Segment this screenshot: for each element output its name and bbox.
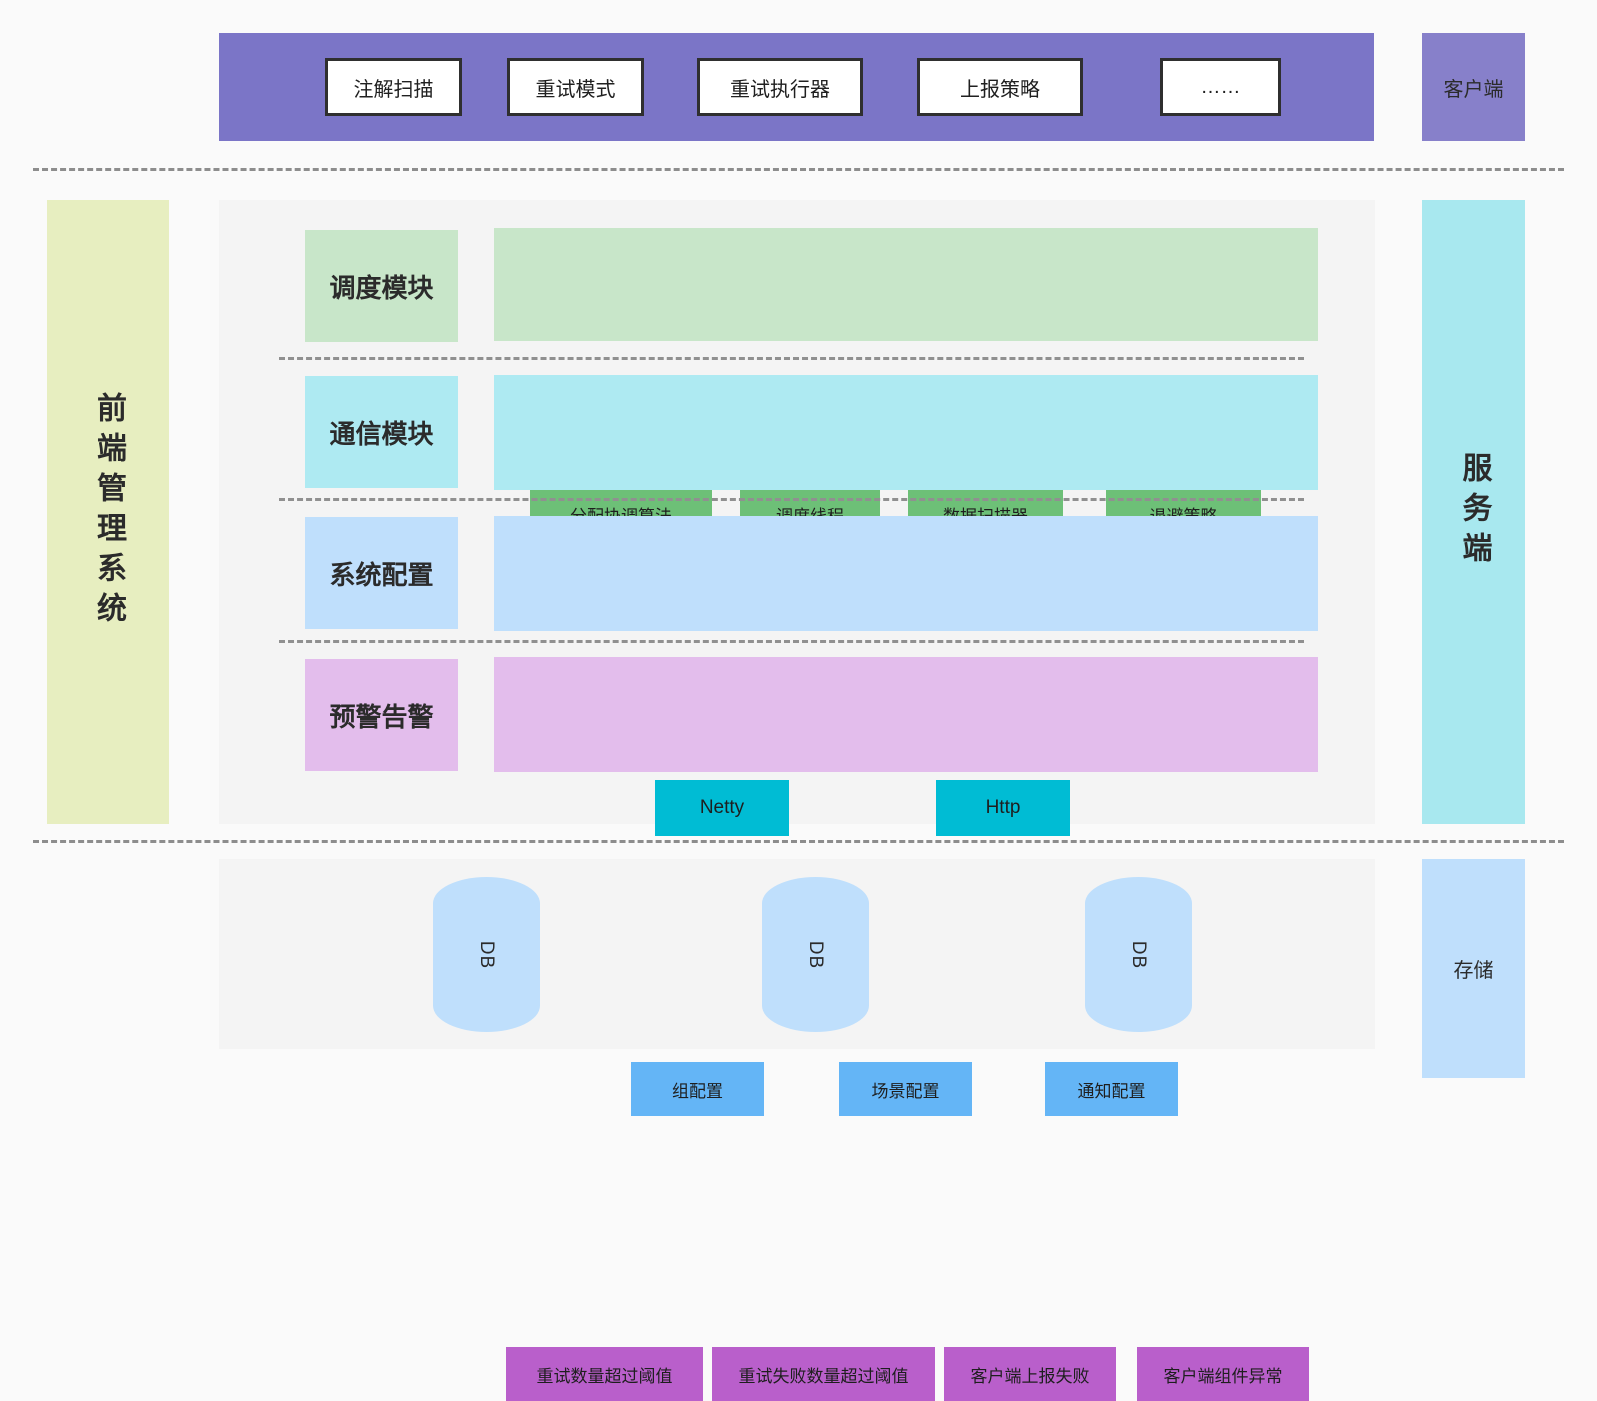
item-netty[interactable]: Netty bbox=[655, 780, 789, 836]
client-chip-retry-mode[interactable]: 重试模式 bbox=[507, 58, 644, 116]
database-cylinder-2[interactable]: DB bbox=[762, 877, 869, 1032]
tier-separator-client-server bbox=[33, 168, 1564, 171]
client-tier-label: 客户端 bbox=[1422, 33, 1525, 141]
item-retry-failure-count-over-threshold[interactable]: 重试失败数量超过阈值 bbox=[712, 1347, 935, 1401]
database-cylinder-1[interactable]: DB bbox=[433, 877, 540, 1032]
server-tier-rail: 服务端 bbox=[1422, 200, 1525, 824]
database-label: DB bbox=[476, 940, 498, 969]
module-separator-1 bbox=[279, 357, 1304, 360]
module-band-communication: Netty Http bbox=[494, 375, 1318, 836]
module-label-scheduling: 调度模块 bbox=[305, 230, 458, 342]
module-band-alert: 重试数量超过阈值 重试失败数量超过阈值 客户端上报失败 客户端组件异常 bbox=[494, 657, 1318, 1401]
item-http[interactable]: Http bbox=[936, 780, 1070, 836]
item-retry-count-over-threshold[interactable]: 重试数量超过阈值 bbox=[506, 1347, 703, 1401]
module-separator-2 bbox=[279, 498, 1304, 501]
item-client-component-exception[interactable]: 客户端组件异常 bbox=[1137, 1347, 1309, 1401]
module-label-communication: 通信模块 bbox=[305, 376, 458, 488]
item-client-report-failure[interactable]: 客户端上报失败 bbox=[944, 1347, 1116, 1401]
client-chip-report-strategy[interactable]: 上报策略 bbox=[917, 58, 1083, 116]
tier-separator-server-storage bbox=[33, 840, 1564, 843]
item-notification-config[interactable]: 通知配置 bbox=[1045, 1062, 1178, 1116]
module-label-alert: 预警告警 bbox=[305, 659, 458, 771]
module-label-system-config: 系统配置 bbox=[305, 517, 458, 629]
module-band-system-config: 组配置 场景配置 通知配置 bbox=[494, 516, 1318, 1116]
client-chip-annotation-scan[interactable]: 注解扫描 bbox=[325, 58, 462, 116]
client-tier-band: 注解扫描 重试模式 重试执行器 上报策略 …… bbox=[219, 33, 1374, 141]
item-scenario-config[interactable]: 场景配置 bbox=[839, 1062, 972, 1116]
frontend-management-rail: 前端管理系统 bbox=[47, 200, 169, 824]
database-cylinder-3[interactable]: DB bbox=[1085, 877, 1192, 1032]
diagram-canvas: 注解扫描 重试模式 重试执行器 上报策略 …… 客户端 前端管理系统 调度模块 … bbox=[33, 33, 1564, 1401]
storage-tier-label: 存储 bbox=[1422, 859, 1525, 1078]
database-label: DB bbox=[805, 940, 827, 969]
module-separator-3 bbox=[279, 640, 1304, 643]
client-chip-retry-executor[interactable]: 重试执行器 bbox=[697, 58, 863, 116]
client-chip-more[interactable]: …… bbox=[1160, 58, 1281, 116]
database-label: DB bbox=[1128, 940, 1150, 969]
module-band-scheduling: 分配协调算法 调度线程 数据扫描器 退避策略 bbox=[494, 228, 1318, 541]
item-group-config[interactable]: 组配置 bbox=[631, 1062, 764, 1116]
